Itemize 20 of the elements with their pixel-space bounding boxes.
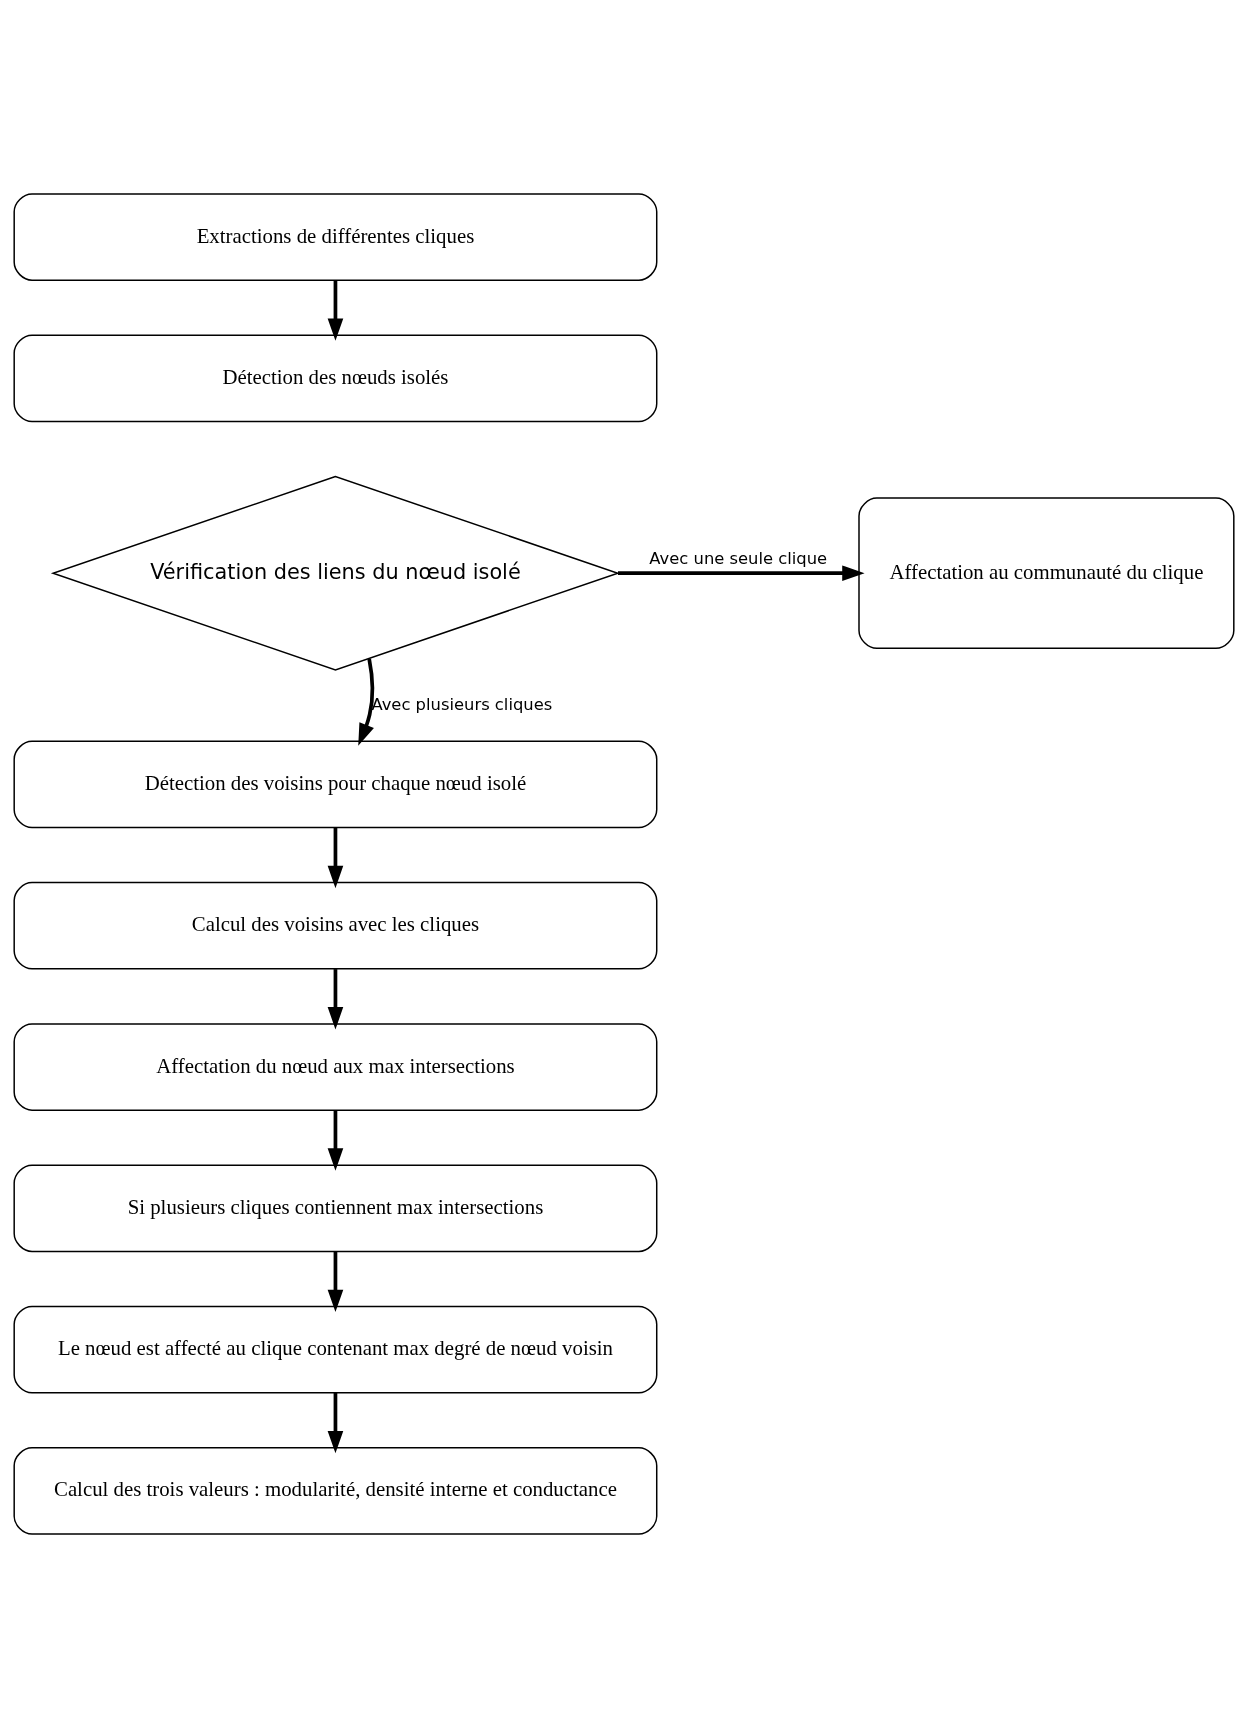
node-box: Si plusieurs cliques contiennent max intersections <box>13 1163 658 1252</box>
node-box: Calcul des voisins avec les cliques <box>13 881 658 970</box>
node-box: Détection des nœuds isolés <box>13 334 658 422</box>
edge-label: Avec plusieurs cliques <box>371 694 553 714</box>
arrow <box>327 827 344 888</box>
node-box: Calcul des trois valeurs : modularité, densité interne et conductance <box>13 1446 658 1535</box>
arrow <box>327 1109 344 1171</box>
arrow <box>327 1392 344 1453</box>
node-box: Affectation du nœud aux max intersections <box>13 1022 658 1111</box>
arrow <box>618 564 865 581</box>
node-diamond: Vérification des liens du nœud isolé <box>50 475 621 671</box>
node-box: Affectation au communauté du clique <box>858 496 1235 649</box>
arrow <box>327 968 344 1029</box>
arrow <box>327 1251 344 1312</box>
edge-label: Avec une seule clique <box>649 548 828 568</box>
arrow <box>327 279 344 341</box>
node-box: Le nœud est affecté au clique contenant max degré de nœud voisin <box>13 1305 658 1393</box>
arrow <box>358 658 375 746</box>
node-box: Extractions de différentes cliques <box>13 192 658 281</box>
node-box: Détection des voisins pour chaque nœud isolé <box>13 740 658 828</box>
